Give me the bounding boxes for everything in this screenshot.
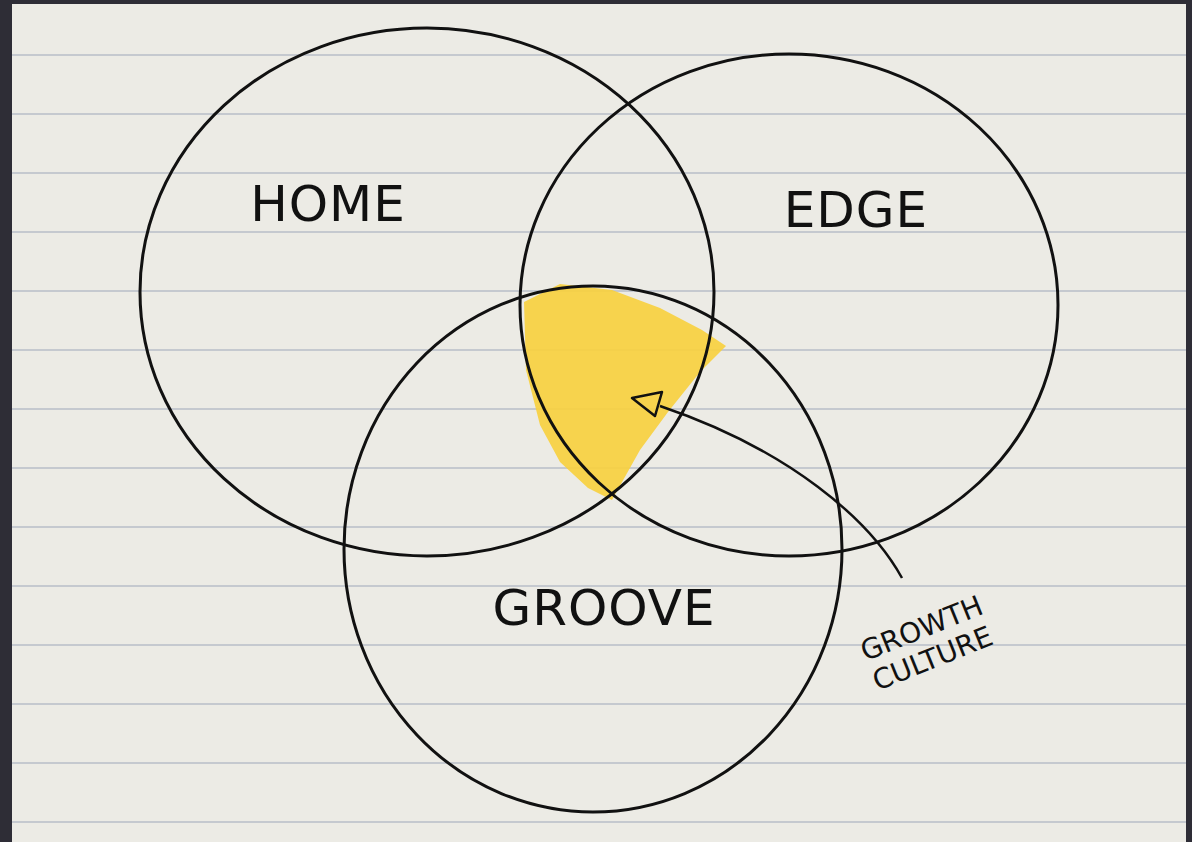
highlight-region — [524, 284, 726, 500]
leader-line — [660, 406, 902, 578]
circle-stroke — [140, 28, 714, 556]
frame-edge — [0, 0, 1192, 4]
circle-stroke — [520, 54, 1058, 556]
circle-outline — [138, 26, 716, 558]
frame-edge — [0, 0, 12, 842]
circle-stroke — [344, 286, 842, 812]
circle-label: HOME — [250, 177, 406, 232]
circle-outline — [342, 284, 844, 814]
circle-outline — [518, 52, 1060, 558]
venn-circle: HOME — [138, 26, 716, 558]
circle-label: GROOVE — [492, 581, 715, 636]
ruled-lines — [0, 55, 1192, 822]
venn-circle: EDGE — [518, 52, 1060, 558]
frame-edge — [1186, 0, 1192, 842]
venn-circle: GROOVE — [342, 284, 844, 814]
circle-label: EDGE — [784, 183, 928, 238]
leader-arrowhead — [632, 392, 662, 416]
